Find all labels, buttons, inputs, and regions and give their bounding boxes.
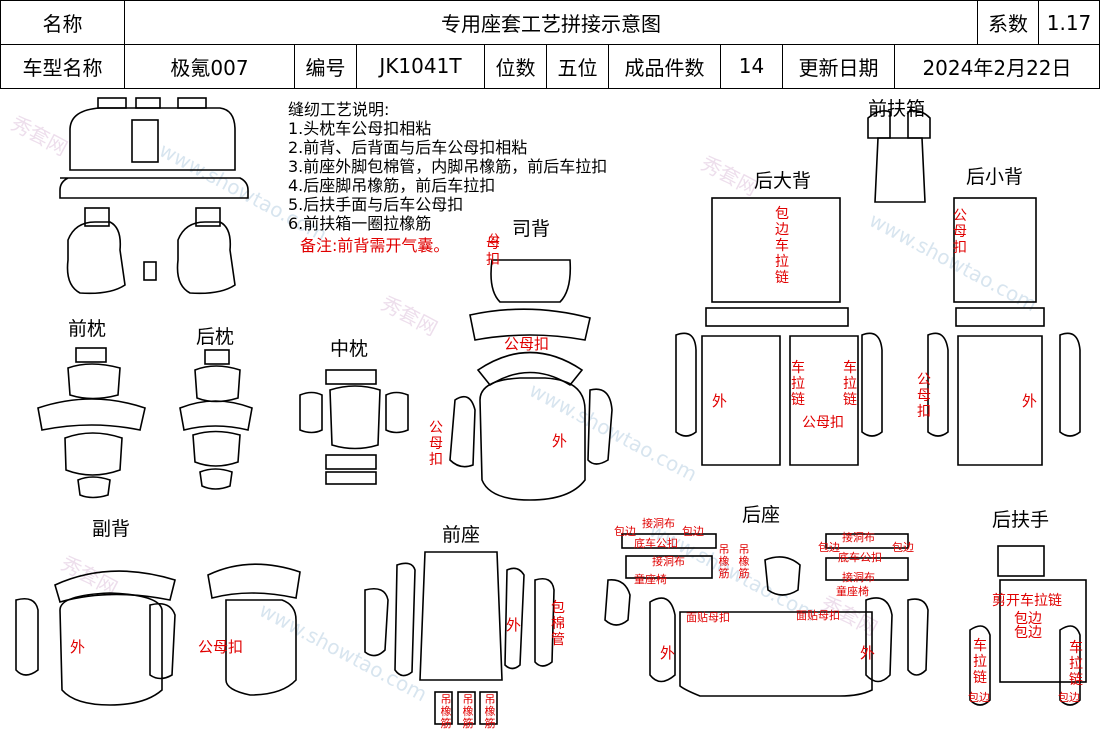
label-rear-headrest: 后枕 (196, 326, 235, 348)
notes-item: 1.头枕车公母扣相粘 (288, 119, 432, 138)
label-front-headrest: 前枕 (68, 318, 107, 340)
mark-che-la-lian: 车拉链 (843, 360, 857, 408)
label-rear-armrest: 后扶手 (992, 509, 1050, 531)
pieces-value: 14 (721, 44, 783, 89)
mark-wai: 外 (506, 616, 522, 634)
mark-wai: 外 (1022, 392, 1038, 410)
mark-gongmu-kou: 公母扣 (429, 420, 443, 468)
mark-gongmu-kou: 公母扣 (802, 415, 844, 431)
rear-seat-pieces (604, 533, 929, 697)
header-row-2: 车型名称 极氪007 编号 JK1041T 位数 五位 成品件数 14 更新日期… (0, 44, 1100, 89)
mark-diao-xiang-jin: 吊橡筋 (484, 693, 496, 730)
label-rear-seat: 后座 (742, 504, 781, 526)
mark-mu-kou: 母扣 (486, 236, 500, 268)
mark-bao-bian: 包边 (614, 525, 636, 538)
passenger-back-pieces (15, 563, 301, 706)
mark-bao-bian: 包边 (682, 525, 704, 538)
label-front-box: 前扶箱 (868, 98, 926, 120)
mark-jian-kai-che-la-lian: 剪开车拉链 (992, 593, 1062, 609)
seat-value: 五位 (547, 44, 609, 89)
mark-wai: 外 (860, 644, 876, 662)
rear-headrest-pieces (179, 349, 253, 490)
mark-gong: 公 (488, 232, 501, 246)
header-row-1: 名称 专用座套工艺拼接示意图 系数 1.17 (0, 0, 1100, 45)
label-driver-back: 司背 (512, 218, 551, 240)
coef-value: 1.17 (1039, 1, 1100, 45)
rear-small-back-pieces (927, 197, 1081, 466)
name-label: 名称 (0, 1, 125, 45)
notes-item: 5.后扶手面与后车公母扣 (288, 195, 464, 214)
code-value: JK1041T (357, 44, 485, 89)
coef-label: 系数 (978, 1, 1039, 45)
mark-wai: 外 (70, 638, 86, 656)
mark-bao-bian: 包边 (1058, 691, 1080, 704)
mark-bao-bian: 包边 (818, 541, 840, 554)
front-headrest-pieces (37, 347, 146, 499)
mark-bao-bian: 包边 (1014, 625, 1042, 641)
update-label: 更新日期 (783, 44, 895, 89)
mark-gongmu-kou: 公母扣 (917, 372, 931, 420)
label-rear-big-back: 后大背 (754, 170, 812, 192)
sewing-notes: 缝纫工艺说明: 1.头枕车公母扣相粘 2.前背、后背面与后车公母扣相粘 3.前座… (288, 100, 607, 233)
rear-big-back-pieces (675, 197, 883, 466)
mark-bao-bian-che-la-lian: 包边车拉链 (775, 206, 789, 286)
mark-bao-mian-guan: 包棉管 (551, 600, 565, 648)
label-mid-headrest: 中枕 (330, 338, 369, 360)
mark-wai: 外 (552, 432, 568, 450)
notes-heading: 缝纫工艺说明: (288, 100, 390, 119)
pieces-label: 成品件数 (609, 44, 721, 89)
mark-wai: 外 (712, 392, 728, 410)
label-front-seat: 前座 (442, 524, 481, 546)
mark-di-zuo-gongkou: 底车公扣 (838, 551, 882, 564)
mark-jie-dong-bu: 接洞布 (642, 517, 675, 530)
mark-bao-bian: 包边 (1014, 611, 1042, 627)
notes-item: 4.后座脚吊橡筋，前后车拉扣 (288, 176, 496, 195)
label-rear-small-back: 后小背 (966, 166, 1024, 188)
mark-bao-bian: 包边 (892, 541, 914, 554)
mark-che-la-lian: 车拉链 (791, 360, 805, 408)
mark-jie-dong-bu: 接洞布 (652, 555, 685, 568)
notes-item: 3.前座外脚包棉管，内脚吊橡筋，前后车拉扣 (288, 157, 608, 176)
mark-wai: 外 (660, 644, 676, 662)
mark-tongzuo-yi: 童座椅 (634, 573, 667, 586)
mark-jie-dong-bu: 接洞布 (842, 571, 875, 584)
pattern-pieces (15, 97, 1087, 725)
mark-bao-bian: 包边 (968, 691, 990, 704)
notes-item: 6.前扶箱一圈拉橡筋 (288, 214, 432, 233)
mark-gongmu-kou: 公母扣 (953, 208, 967, 256)
rear-armrest-pieces (969, 545, 1087, 706)
driver-back-pieces (449, 259, 613, 501)
mark-diao-xiang-jin: 吊橡筋 (738, 543, 750, 580)
mark-diao-xiang-jin: 吊橡筋 (462, 693, 474, 730)
mark-mian-tie-mu-kou: 面贴母扣 (686, 611, 730, 624)
notes-item: 2.前背、后背面与后车公母扣相粘 (288, 138, 528, 157)
mark-mian-tie-mu-kou: 面贴母扣 (796, 609, 840, 622)
middle-headrest-pieces (299, 369, 409, 485)
update-value: 2024年2月22日 (895, 44, 1100, 89)
mark-diao-xiang-jin: 吊橡筋 (440, 693, 452, 730)
mark-tongzuo-yi: 童座椅 (836, 585, 869, 598)
mark-di-zuo-gongkou: 底车公扣 (634, 537, 678, 550)
label-passenger-back: 副背 (92, 518, 131, 540)
seat-label: 位数 (485, 44, 547, 89)
sheet-title: 专用座套工艺拼接示意图 (125, 1, 978, 45)
front-armrest-box-pieces (867, 110, 931, 203)
remark-text: 备注:前背需开气囊。 (300, 236, 450, 255)
model-label: 车型名称 (0, 44, 125, 89)
mark-gongmu-kou: 公母扣 (198, 638, 244, 656)
seat-overview-diagram (59, 97, 249, 295)
mark-che-la-lian: 车拉链 (1069, 640, 1083, 688)
mark-jie-dong-bu: 接洞布 (842, 531, 875, 544)
front-seat-pieces (364, 551, 555, 725)
model-value: 极氪007 (125, 44, 295, 89)
mark-gongmu-kou: 公母扣 (504, 335, 550, 353)
mark-diao-xiang-jin: 吊橡筋 (718, 543, 730, 580)
code-label: 编号 (295, 44, 357, 89)
mark-che-la-lian: 车拉链 (973, 638, 987, 686)
